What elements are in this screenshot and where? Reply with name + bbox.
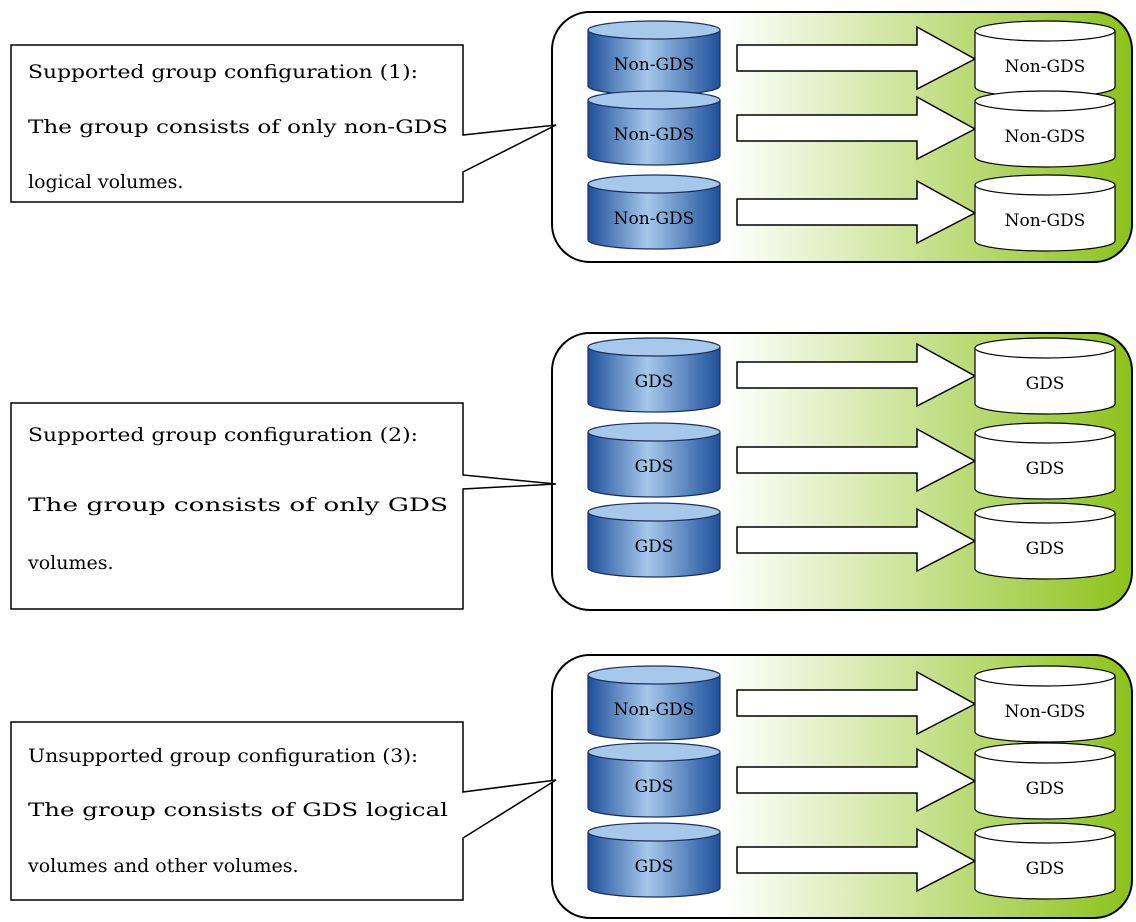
volume-copy-row: GDS GDS — [587, 822, 1116, 900]
config-group: Supported group configuration (1): The gr… — [10, 11, 1133, 263]
callout-line: logical volumes. — [28, 171, 183, 193]
copy-arrow — [736, 95, 977, 161]
source-volume-cylinder: GDS — [587, 502, 721, 578]
config-group: Unsupported group configuration (3): The … — [10, 654, 1133, 919]
callout-line: Supported group configuration (1): — [28, 61, 418, 83]
source-volume-cylinder: GDS — [587, 422, 721, 498]
target-volume-label: GDS — [1026, 779, 1065, 799]
target-volume-cylinder: Non-GDS — [974, 174, 1116, 252]
volume-copy-row: Non-GDS Non-GDS — [587, 665, 1116, 743]
volume-copy-row: GDS GDS — [587, 422, 1116, 500]
volume-copy-row: GDS GDS — [587, 337, 1116, 415]
target-volume-cylinder: GDS — [974, 502, 1116, 580]
target-volume-label: Non-GDS — [1005, 57, 1086, 77]
target-volume-label: Non-GDS — [1005, 211, 1086, 231]
target-volume-cylinder: GDS — [974, 742, 1116, 820]
callout-line: The group consists of only non-GDS — [28, 116, 448, 138]
volume-copy-row: GDS GDS — [587, 742, 1116, 820]
target-volume-label: GDS — [1026, 374, 1065, 394]
source-volume-cylinder: Non-GDS — [587, 665, 721, 741]
source-volume-label: Non-GDS — [614, 125, 695, 145]
target-volume-label: Non-GDS — [1005, 702, 1086, 722]
copy-arrow — [736, 827, 977, 893]
callout-line: volumes. — [27, 552, 114, 574]
callout-outline — [10, 44, 557, 203]
callout-box: Unsupported group configuration (3): The … — [10, 721, 557, 901]
source-volume-label: Non-GDS — [614, 700, 695, 720]
callout-line: volumes and other volumes. — [27, 855, 299, 877]
target-volume-cylinder: GDS — [974, 422, 1116, 500]
copy-arrow — [736, 507, 977, 573]
callout-line: The group consists of only GDS — [28, 494, 448, 516]
source-volume-label: Non-GDS — [614, 209, 695, 229]
copy-arrow — [736, 747, 977, 813]
copy-arrow — [736, 427, 977, 493]
copy-arrow — [736, 179, 977, 245]
volume-copy-row: Non-GDS Non-GDS — [587, 20, 1116, 98]
target-volume-label: Non-GDS — [1005, 127, 1086, 147]
callout-line: Unsupported group configuration (3): — [28, 745, 418, 767]
source-volume-label: Non-GDS — [614, 55, 695, 75]
target-volume-label: GDS — [1026, 859, 1065, 879]
target-volume-cylinder: Non-GDS — [974, 90, 1116, 168]
volume-copy-row: Non-GDS Non-GDS — [587, 174, 1116, 252]
target-volume-cylinder: Non-GDS — [974, 665, 1116, 743]
source-volume-cylinder: Non-GDS — [587, 20, 721, 96]
target-volume-cylinder: GDS — [974, 337, 1116, 415]
callout-box: Supported group configuration (2): The gr… — [10, 402, 557, 610]
callout-line: Supported group configuration (2): — [28, 424, 418, 446]
source-volume-label: GDS — [635, 537, 674, 557]
target-volume-label: GDS — [1026, 539, 1065, 559]
source-volume-cylinder: Non-GDS — [587, 174, 721, 250]
config-group: Supported group configuration (2): The gr… — [10, 332, 1133, 611]
source-volume-label: GDS — [635, 857, 674, 877]
volume-copy-row: GDS GDS — [587, 502, 1116, 580]
copy-arrow — [736, 25, 977, 91]
target-volume-label: GDS — [1026, 459, 1065, 479]
target-volume-cylinder: Non-GDS — [974, 20, 1116, 98]
source-volume-label: GDS — [635, 777, 674, 797]
callout-outline — [10, 402, 557, 610]
target-volume-cylinder: GDS — [974, 822, 1116, 900]
callout-outline — [10, 721, 557, 901]
source-volume-label: GDS — [635, 372, 674, 392]
source-volume-cylinder: GDS — [587, 822, 721, 898]
callout-box: Supported group configuration (1): The gr… — [10, 44, 557, 203]
source-volume-cylinder: Non-GDS — [587, 90, 721, 166]
source-volume-cylinder: GDS — [587, 337, 721, 413]
copy-arrow — [736, 342, 977, 408]
copy-arrow — [736, 670, 977, 736]
volume-copy-row: Non-GDS Non-GDS — [587, 90, 1116, 168]
source-volume-cylinder: GDS — [587, 742, 721, 818]
callout-line: The group consists of GDS logical — [28, 799, 448, 821]
source-volume-label: GDS — [635, 457, 674, 477]
